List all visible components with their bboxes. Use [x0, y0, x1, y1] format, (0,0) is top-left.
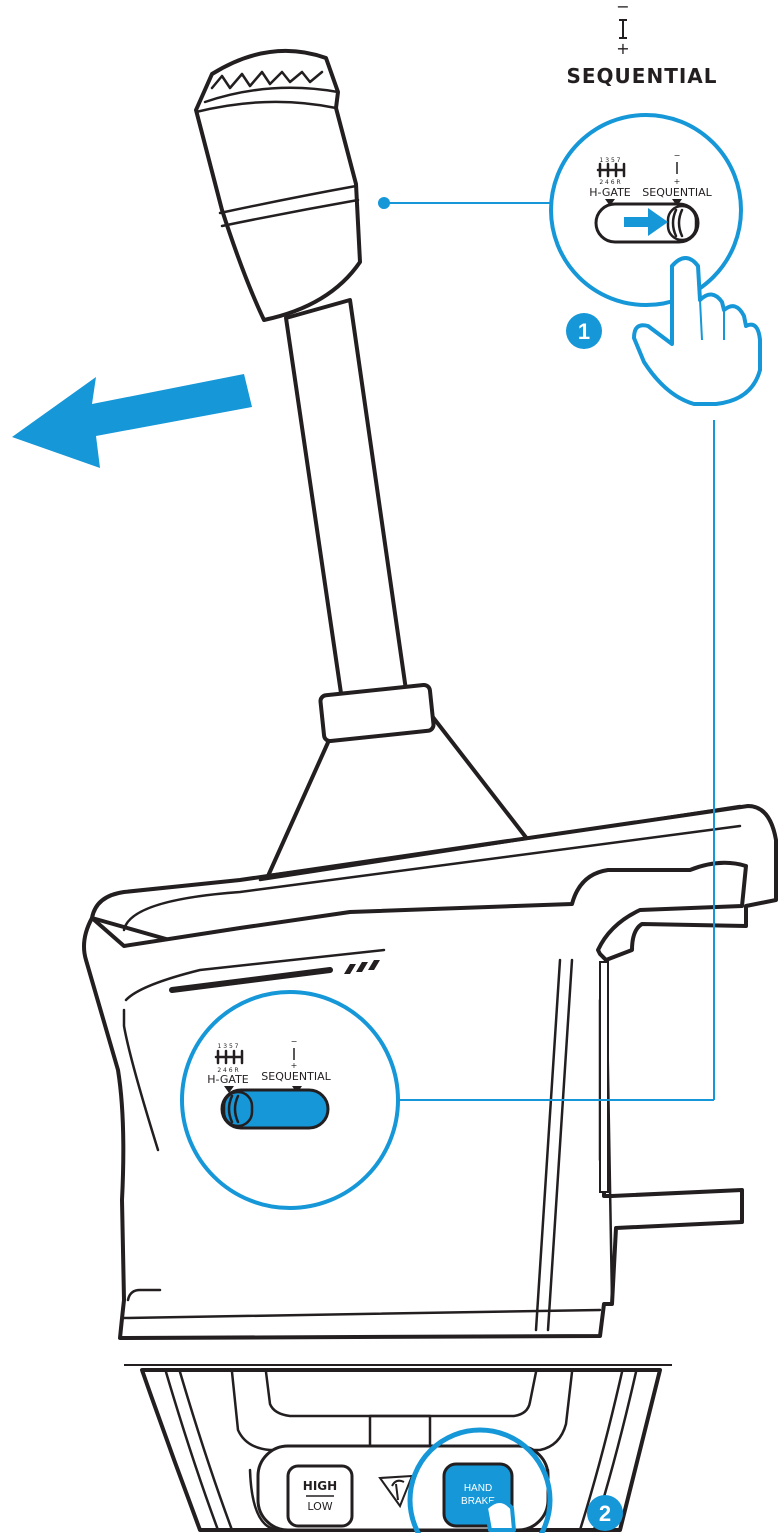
low-label: LOW	[307, 1500, 332, 1513]
seq-plus: +	[674, 177, 681, 186]
lever-shaft	[286, 300, 406, 700]
header-plus: +	[616, 39, 629, 58]
high-low-button[interactable]: HIGH LOW	[288, 1466, 352, 1526]
callout-sequential-zoom: 1 3 5 7 2 4 6 R H-GATE − + SEQUENTIAL 1	[551, 115, 760, 404]
body-hgate-top-numbers: 1 3 5 7	[218, 1043, 239, 1050]
step-1-badge: 1	[578, 319, 590, 344]
callout-hgate-zoom: 1 3 5 7 2 4 6 R H-GATE − + SEQUENTIAL	[182, 992, 398, 1208]
seq-minus: −	[674, 151, 681, 160]
body-seq-plus: +	[291, 1061, 298, 1070]
hand-label: HAND	[464, 1483, 492, 1494]
header-minus: −	[616, 0, 629, 16]
hgate-top-numbers: 1 3 5 7	[600, 157, 621, 164]
shifter-lever	[196, 51, 406, 700]
body-seq-minus: −	[291, 1037, 298, 1046]
high-label: HIGH	[303, 1479, 337, 1493]
body-sequential-label: SEQUENTIAL	[261, 1070, 331, 1083]
body-hgate-label: H-GATE	[207, 1073, 249, 1086]
step-2-badge: 2	[599, 1501, 611, 1526]
header-sequential-mark: − + SEQUENTIAL	[566, 0, 717, 88]
bottom-control-panel: HIGH LOW HAND BRAKE 2	[124, 1365, 672, 1533]
sequential-label: SEQUENTIAL	[642, 186, 712, 199]
header-title: SEQUENTIAL	[566, 64, 717, 88]
hgate-label: H-GATE	[589, 186, 631, 199]
blue-arrow-left-icon	[12, 374, 252, 468]
hgate-bottom-numbers: 2 4 6 R	[599, 179, 620, 186]
